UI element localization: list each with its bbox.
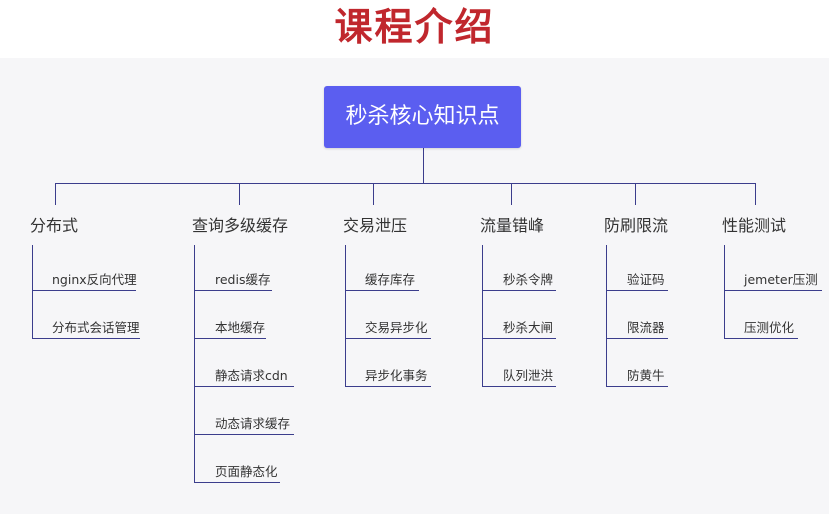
- branch-spine: [32, 245, 33, 339]
- leaf-underline: [482, 386, 556, 387]
- branch-drop: [511, 183, 512, 205]
- branch-drop: [635, 183, 636, 205]
- leaf-node: 交易异步化: [365, 320, 428, 335]
- branch-label: 分布式: [30, 216, 79, 235]
- root-node: 秒杀核心知识点: [324, 86, 521, 148]
- branch-drop: [373, 183, 374, 205]
- leaf-underline: [32, 290, 136, 291]
- leaf-node: 限流器: [627, 320, 665, 335]
- leaf-node: nginx反向代理: [52, 272, 137, 287]
- leaf-node: 异步化事务: [365, 368, 428, 383]
- leaf-underline: [194, 338, 266, 339]
- leaf-underline: [345, 386, 431, 387]
- leaf-underline: [606, 386, 668, 387]
- leaf-node: 防黄牛: [627, 368, 665, 383]
- leaf-node: 页面静态化: [215, 464, 278, 479]
- leaf-underline: [606, 290, 668, 291]
- branch-spine: [345, 245, 346, 387]
- branch-spine: [482, 245, 483, 387]
- leaf-underline: [32, 338, 140, 339]
- leaf-underline: [194, 434, 294, 435]
- branch-label: 性能测试: [722, 216, 787, 235]
- branch-label: 防刷限流: [604, 216, 669, 235]
- leaf-underline: [606, 338, 668, 339]
- branch-drop: [239, 183, 240, 205]
- leaf-underline: [724, 338, 798, 339]
- leaf-underline: [482, 338, 556, 339]
- leaf-node: 验证码: [627, 272, 665, 287]
- branch-label: 交易泄压: [343, 216, 408, 235]
- leaf-node: redis缓存: [215, 272, 271, 287]
- leaf-node: 分布式会话管理: [52, 320, 140, 335]
- leaf-underline: [482, 290, 556, 291]
- leaf-node: 队列泄洪: [503, 368, 554, 383]
- branch-drop: [55, 183, 56, 205]
- leaf-node: 压测优化: [744, 320, 795, 335]
- root-connector: [423, 148, 424, 184]
- leaf-node: 秒杀令牌: [503, 272, 554, 287]
- leaf-node: 缓存库存: [365, 272, 416, 287]
- page-title: 课程介绍: [334, 5, 495, 49]
- leaf-underline: [345, 290, 419, 291]
- leaf-node: 静态请求cdn: [215, 368, 288, 383]
- branch-bus: [55, 183, 755, 184]
- leaf-underline: [724, 290, 822, 291]
- branch-label: 流量错峰: [480, 216, 545, 235]
- leaf-underline: [194, 386, 294, 387]
- leaf-node: 本地缓存: [215, 320, 266, 335]
- leaf-underline: [194, 482, 280, 483]
- branch-spine: [606, 245, 607, 387]
- leaf-node: 秒杀大闸: [503, 320, 554, 335]
- branch-label: 查询多级缓存: [192, 216, 289, 235]
- leaf-underline: [194, 290, 272, 291]
- branch-spine: [194, 245, 195, 483]
- leaf-node: 动态请求缓存: [215, 416, 291, 431]
- leaf-node: jemeter压测: [744, 272, 818, 287]
- branch-drop: [755, 183, 756, 205]
- leaf-underline: [345, 338, 431, 339]
- branch-spine: [724, 245, 725, 339]
